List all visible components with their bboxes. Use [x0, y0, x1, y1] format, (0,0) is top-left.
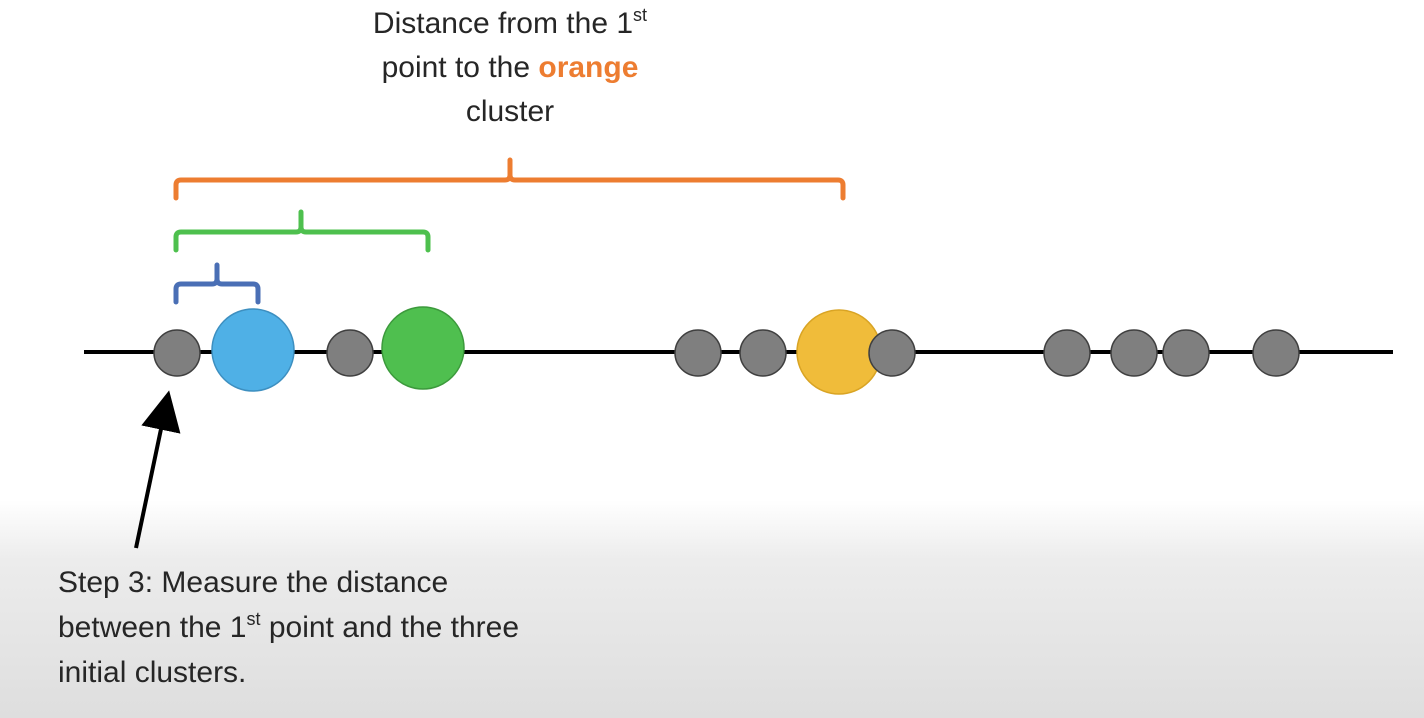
caption-line-1: Step 3: Measure the distance: [58, 566, 449, 599]
data-point-7: [1110, 329, 1158, 377]
data-point-3: [674, 329, 722, 377]
arrow-to-first-point: [134, 390, 181, 549]
green-distance-bracket: [173, 209, 431, 253]
title-line-2: point to the orange: [260, 46, 760, 90]
data-point-4: [739, 329, 787, 377]
step-caption: Step 3: Measure the distance between the…: [58, 560, 678, 695]
caption-line-2-text: between the 1: [58, 611, 247, 644]
blue-cluster: [211, 308, 295, 392]
caption-line-2-suffix: point and the three: [260, 611, 520, 644]
title-line-1-text: Distance from the 1: [372, 7, 634, 40]
title-line-2-text: point to the: [381, 51, 539, 84]
caption-line-2: between the 1st point and the three: [58, 605, 678, 650]
orange-word: orange: [538, 51, 639, 84]
blue-distance-bracket: [173, 262, 261, 305]
data-point-9: [1252, 329, 1300, 377]
data-point-5: [868, 329, 916, 377]
data-point-2: [326, 329, 374, 377]
orange-distance-bracket: [173, 157, 846, 201]
data-point-1: [153, 329, 201, 377]
green-cluster: [381, 306, 465, 390]
caption-line-2-superscript: st: [246, 609, 261, 629]
title-line-3: cluster: [465, 95, 555, 128]
title-line-1: Distance from the 1st: [260, 2, 760, 46]
title-text: Distance from the 1st point to the orang…: [260, 2, 760, 134]
caption-line-3: initial clusters.: [58, 656, 247, 689]
title-line-1-superscript: st: [633, 5, 648, 25]
data-point-8: [1162, 329, 1210, 377]
data-point-6: [1043, 329, 1091, 377]
